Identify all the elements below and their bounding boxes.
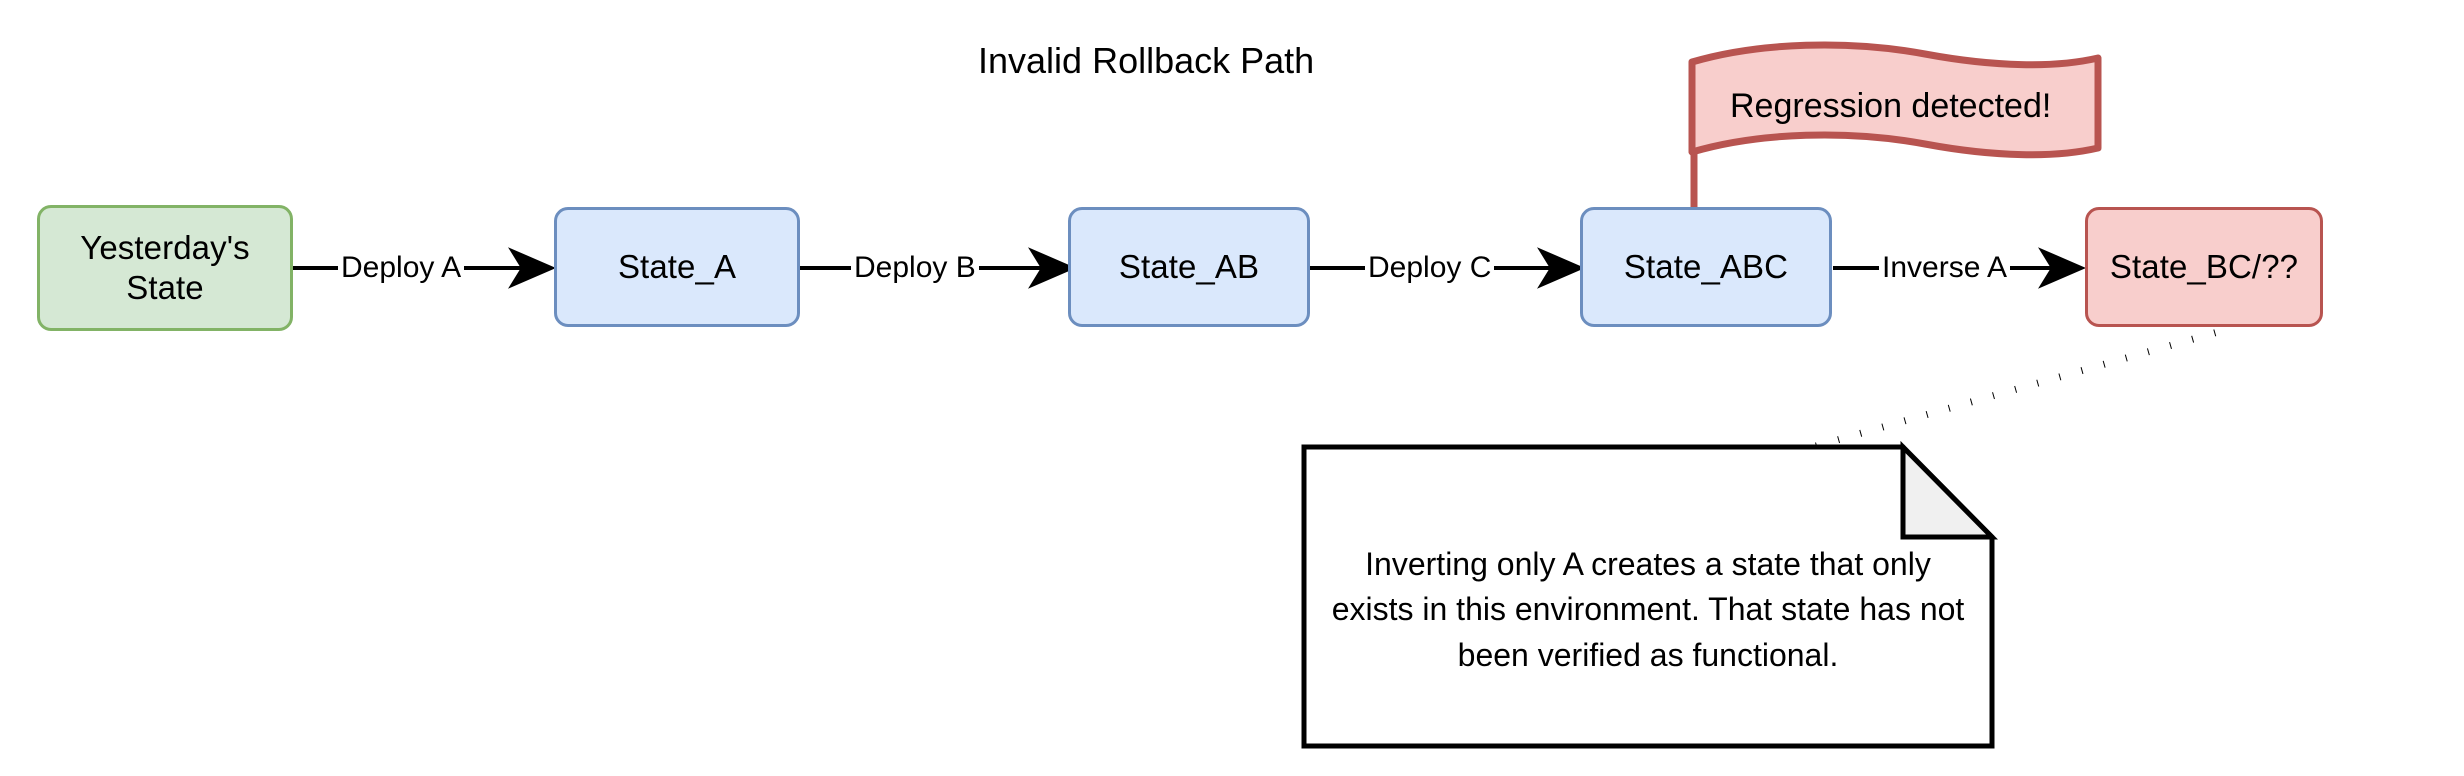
note-body-text: Inverting only A creates a state that on… (1331, 546, 1965, 673)
node-yesterdays-state[interactable]: Yesterday's State (37, 205, 293, 331)
note-connector-dotted (1815, 328, 2219, 450)
flag-banner-label: Regression detected! (1730, 87, 2052, 125)
node-state-ab[interactable]: State_AB (1068, 207, 1310, 327)
node-label: Yesterday's State (80, 228, 250, 306)
diagram-title: Invalid Rollback Path (978, 40, 1315, 81)
node-state-abc[interactable]: State_ABC (1580, 207, 1832, 327)
edge-label-deploy-a: Deploy A (338, 253, 465, 283)
edge-label-inverse-a: Inverse A (1879, 253, 2011, 283)
node-label: State_BC/?? (2109, 247, 2299, 285)
node-state-bc-unknown[interactable]: State_BC/?? (2085, 207, 2323, 327)
node-state-a[interactable]: State_A (554, 207, 800, 327)
node-label: State_AB (1118, 247, 1260, 285)
node-label: State_ABC (1623, 247, 1789, 285)
node-label: State_A (617, 247, 737, 285)
edge-label-deploy-b: Deploy B (851, 253, 979, 283)
edge-label-deploy-c: Deploy C (1365, 253, 1495, 283)
